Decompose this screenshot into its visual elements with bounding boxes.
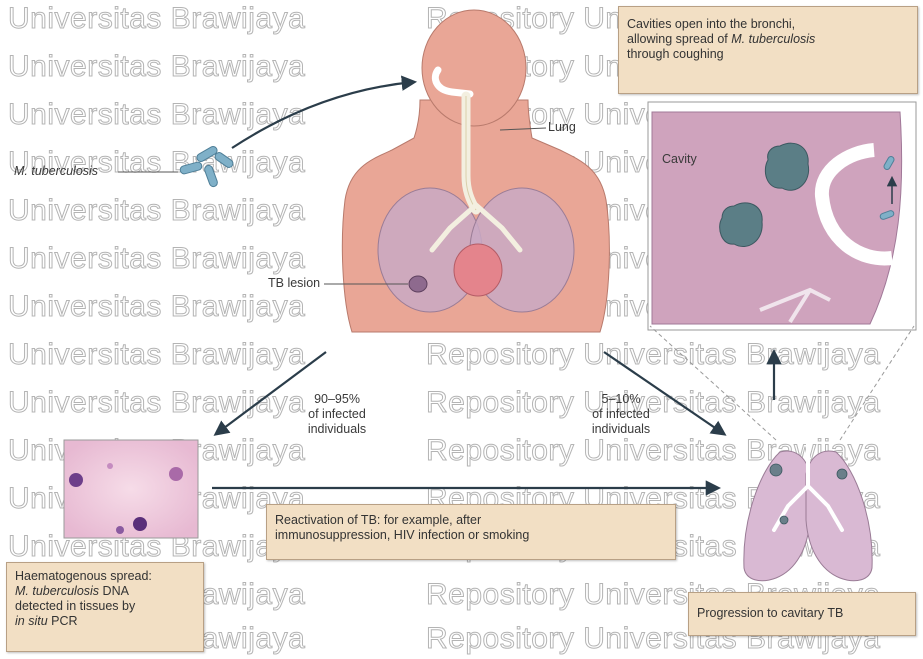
cavitary-lungs-figure — [744, 430, 872, 581]
bacterium-rod — [179, 161, 202, 174]
tb-lesion-label: TB lesion — [268, 276, 320, 291]
zoom-guide-line — [840, 326, 914, 440]
reactivation-box: Reactivation of TB: for example, after i… — [266, 504, 676, 560]
slide-frame — [64, 440, 198, 538]
stained-cell — [107, 463, 113, 469]
stained-cell — [133, 517, 147, 531]
bacterium-rod — [214, 151, 235, 169]
stained-cell — [169, 467, 183, 481]
cavity-label: Cavity — [662, 152, 697, 167]
histology-slide — [64, 440, 198, 538]
mycobacteria-cluster — [179, 145, 234, 188]
tb-lesion-spot — [409, 276, 427, 292]
heart — [454, 244, 502, 296]
cavity-inset — [648, 102, 916, 330]
bronchi-spread-box: Cavities open into the bronchi, allowing… — [618, 6, 918, 94]
cavity-spot — [837, 469, 847, 479]
cavity-lung-tissue — [652, 112, 902, 324]
pathogen-label: M. tuberculosis — [14, 164, 98, 179]
progression-box: Progression to cavitary TB — [688, 592, 916, 636]
bacterium-rod — [195, 145, 218, 163]
arrow-inhalation — [232, 82, 414, 148]
cavity-lesion-2 — [720, 203, 763, 247]
active-percentage-label: 5–10% of infected individuals — [566, 392, 676, 437]
cavity-spot — [770, 464, 782, 476]
cavity-lesion-1 — [765, 143, 808, 190]
stained-cell — [116, 526, 124, 534]
stained-cell — [69, 473, 83, 487]
bacterium-rod — [203, 164, 218, 187]
cavity-spot — [780, 516, 788, 524]
haematogenous-spread-box: Haematogenous spread: M. tuberculosis DN… — [6, 562, 204, 652]
lung-label: Lung — [548, 120, 576, 135]
latent-percentage-label: 90–95% of infected individuals — [282, 392, 392, 437]
